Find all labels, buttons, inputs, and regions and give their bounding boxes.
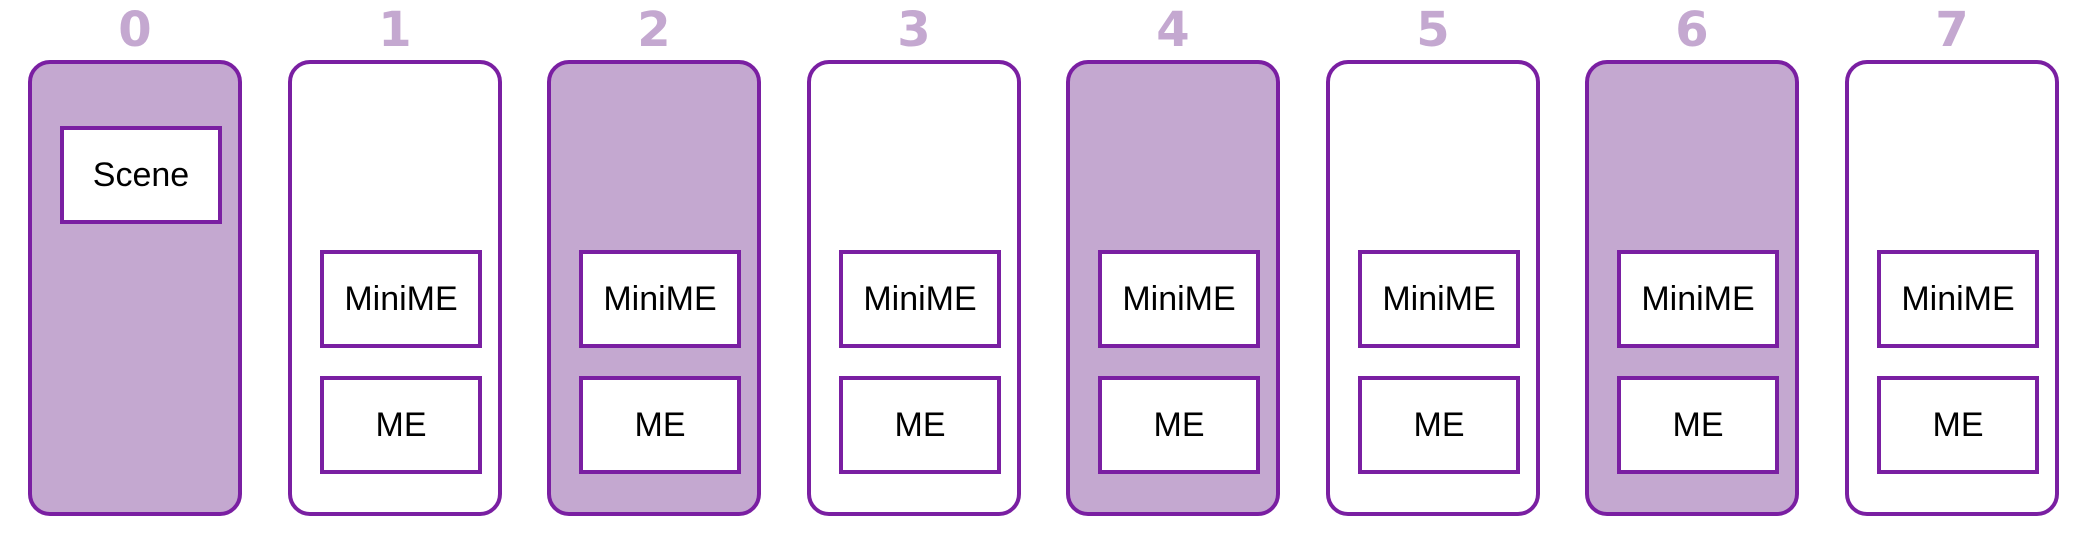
minime-box: MiniME (1617, 250, 1779, 348)
me-box: ME (839, 376, 1001, 474)
column-panel-5: MiniME ME (1326, 60, 1540, 516)
column-panel-2: MiniME ME (547, 60, 761, 516)
column-label-0: 0 (118, 2, 152, 58)
column-panel-6: MiniME ME (1585, 60, 1799, 516)
minime-box: MiniME (1098, 250, 1260, 348)
minime-box: MiniME (1877, 250, 2039, 348)
me-box: ME (1098, 376, 1260, 474)
column-label-7: 7 (1935, 2, 1969, 58)
column-label-5: 5 (1416, 2, 1450, 58)
minime-box: MiniME (579, 250, 741, 348)
column-panel-4: MiniME ME (1066, 60, 1280, 516)
me-box: ME (1877, 376, 2039, 474)
column-panel-3: MiniME ME (807, 60, 1021, 516)
me-box: ME (579, 376, 741, 474)
column-label-4: 4 (1156, 2, 1190, 58)
me-box: ME (320, 376, 482, 474)
minime-box: MiniME (839, 250, 1001, 348)
column-panel-7: MiniME ME (1845, 60, 2059, 516)
column-label-3: 3 (897, 2, 931, 58)
column-label-1: 1 (378, 2, 412, 58)
column-panel-0: Scene (28, 60, 242, 516)
column-label-2: 2 (637, 2, 671, 58)
minime-box: MiniME (320, 250, 482, 348)
column-label-6: 6 (1675, 2, 1709, 58)
scene-box: Scene (60, 126, 222, 224)
me-box: ME (1617, 376, 1779, 474)
column-panel-1: MiniME ME (288, 60, 502, 516)
me-box: ME (1358, 376, 1520, 474)
minime-box: MiniME (1358, 250, 1520, 348)
